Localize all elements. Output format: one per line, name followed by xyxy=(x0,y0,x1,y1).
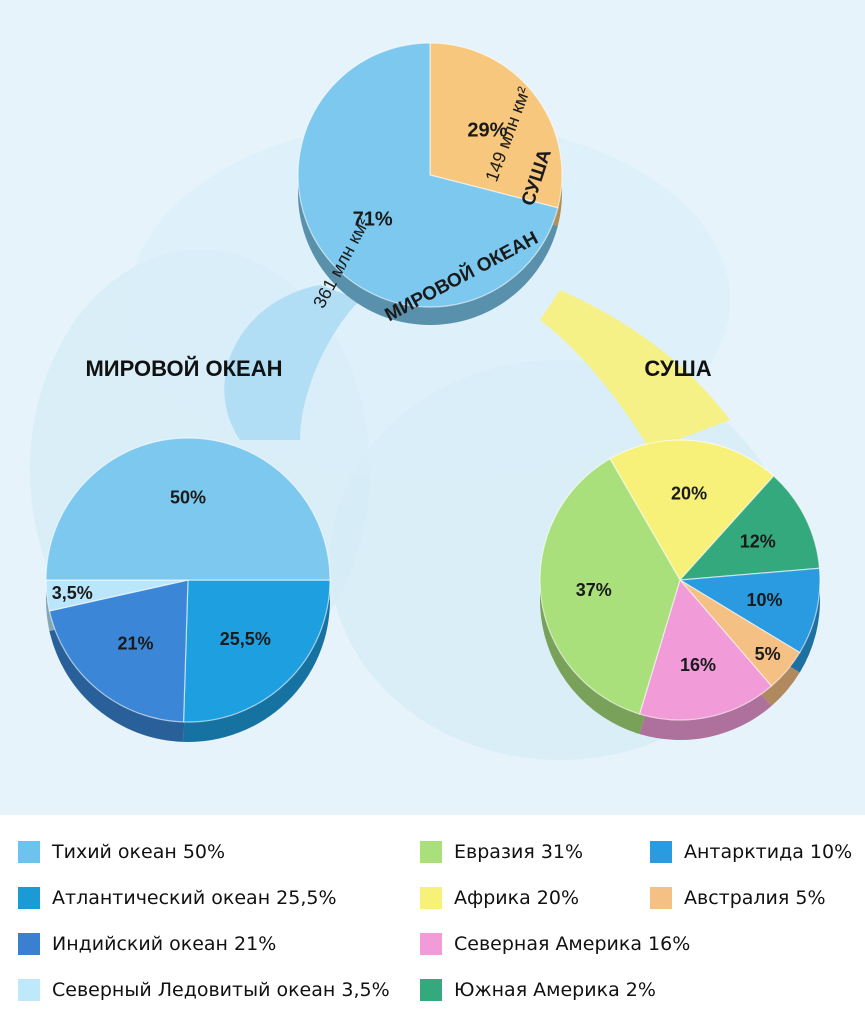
ocean-pie-atlantic-value-label: 25,5% xyxy=(220,629,271,649)
legend-item: Индийский океан 21% xyxy=(18,933,276,955)
legend-item: Северная Америка 16% xyxy=(420,933,690,955)
legend-label: Северная Америка 16% xyxy=(454,933,691,955)
legend-item: Антарктида 10% xyxy=(650,841,852,863)
legend-item: Северный Ледовитый океан 3,5% xyxy=(18,979,390,1001)
legend-swatch xyxy=(420,979,442,1001)
ocean-pie-pacific-value-label: 50% xyxy=(170,488,206,508)
main-pie-land-slice xyxy=(429,42,563,209)
land-pie-north-america-slice xyxy=(638,578,773,721)
legend-item: Австралия 5% xyxy=(650,887,826,909)
land-pie-australia-value-label: 5% xyxy=(755,644,781,664)
legend: Тихий океан 50% Атлантический океан 25,5… xyxy=(0,815,865,1013)
land-pie-antarctica-slice xyxy=(678,567,821,654)
ocean-pie-indian-slice xyxy=(48,579,189,723)
legend-label: Северный Ледовитый океан 3,5% xyxy=(52,979,390,1001)
legend-label: Атлантический океан 25,5% xyxy=(52,887,337,909)
land-chart-title: СУША xyxy=(644,356,711,381)
main-pie-ocean-value-label: 71% xyxy=(353,208,393,230)
legend-item: Евразия 31% xyxy=(420,841,583,863)
legend-item: Южная Америка 2% xyxy=(420,979,656,1001)
land-pie-eurasia-slice xyxy=(539,457,681,715)
land-connector xyxy=(540,290,730,450)
ocean-pie-atlantic-slice xyxy=(182,579,331,723)
land-pie-north-america-value-label: 16% xyxy=(680,655,716,675)
legend-item: Атлантический океан 25,5% xyxy=(18,887,337,909)
legend-swatch xyxy=(18,887,40,909)
land-pie-africa-slice xyxy=(609,439,775,582)
legend-swatch xyxy=(18,979,40,1001)
legend-label: Евразия 31% xyxy=(454,841,584,863)
legend-label: Австралия 5% xyxy=(684,887,826,909)
ocean-pie-arctic-value-label: 3,5% xyxy=(52,583,93,603)
ocean-connector xyxy=(224,285,360,440)
legend-swatch xyxy=(420,933,442,955)
ocean-chart-title: МИРОВОЙ ОКЕАН xyxy=(85,356,282,381)
legend-item: Африка 20% xyxy=(420,887,579,909)
legend-swatch xyxy=(18,841,40,863)
legend-label: Антарктида 10% xyxy=(684,841,853,863)
legend-swatch xyxy=(18,933,40,955)
main-pie-ocean-slice xyxy=(297,42,559,308)
legend-swatch xyxy=(650,887,672,909)
land-pie-south-america-slice xyxy=(678,475,821,581)
land-pie-eurasia-value-label: 37% xyxy=(576,580,612,600)
main-pie-land-value-label: 29% xyxy=(467,120,507,142)
legend-swatch xyxy=(650,841,672,863)
legend-label: Южная Америка 2% xyxy=(454,979,656,1001)
legend-item: Тихий океан 50% xyxy=(18,841,225,863)
land-pie-antarctica-value-label: 10% xyxy=(746,590,782,610)
legend-swatch xyxy=(420,841,442,863)
legend-label: Индийский океан 21% xyxy=(52,933,277,955)
land-pie-africa-value-label: 20% xyxy=(671,484,707,504)
legend-label: Африка 20% xyxy=(454,887,580,909)
ocean-pie-indian-value-label: 21% xyxy=(117,633,153,653)
legend-swatch xyxy=(420,887,442,909)
legend-label: Тихий океан 50% xyxy=(52,841,226,863)
land-pie-south-america-value-label: 12% xyxy=(740,531,776,551)
ocean-pie-pacific-slice xyxy=(45,437,331,581)
